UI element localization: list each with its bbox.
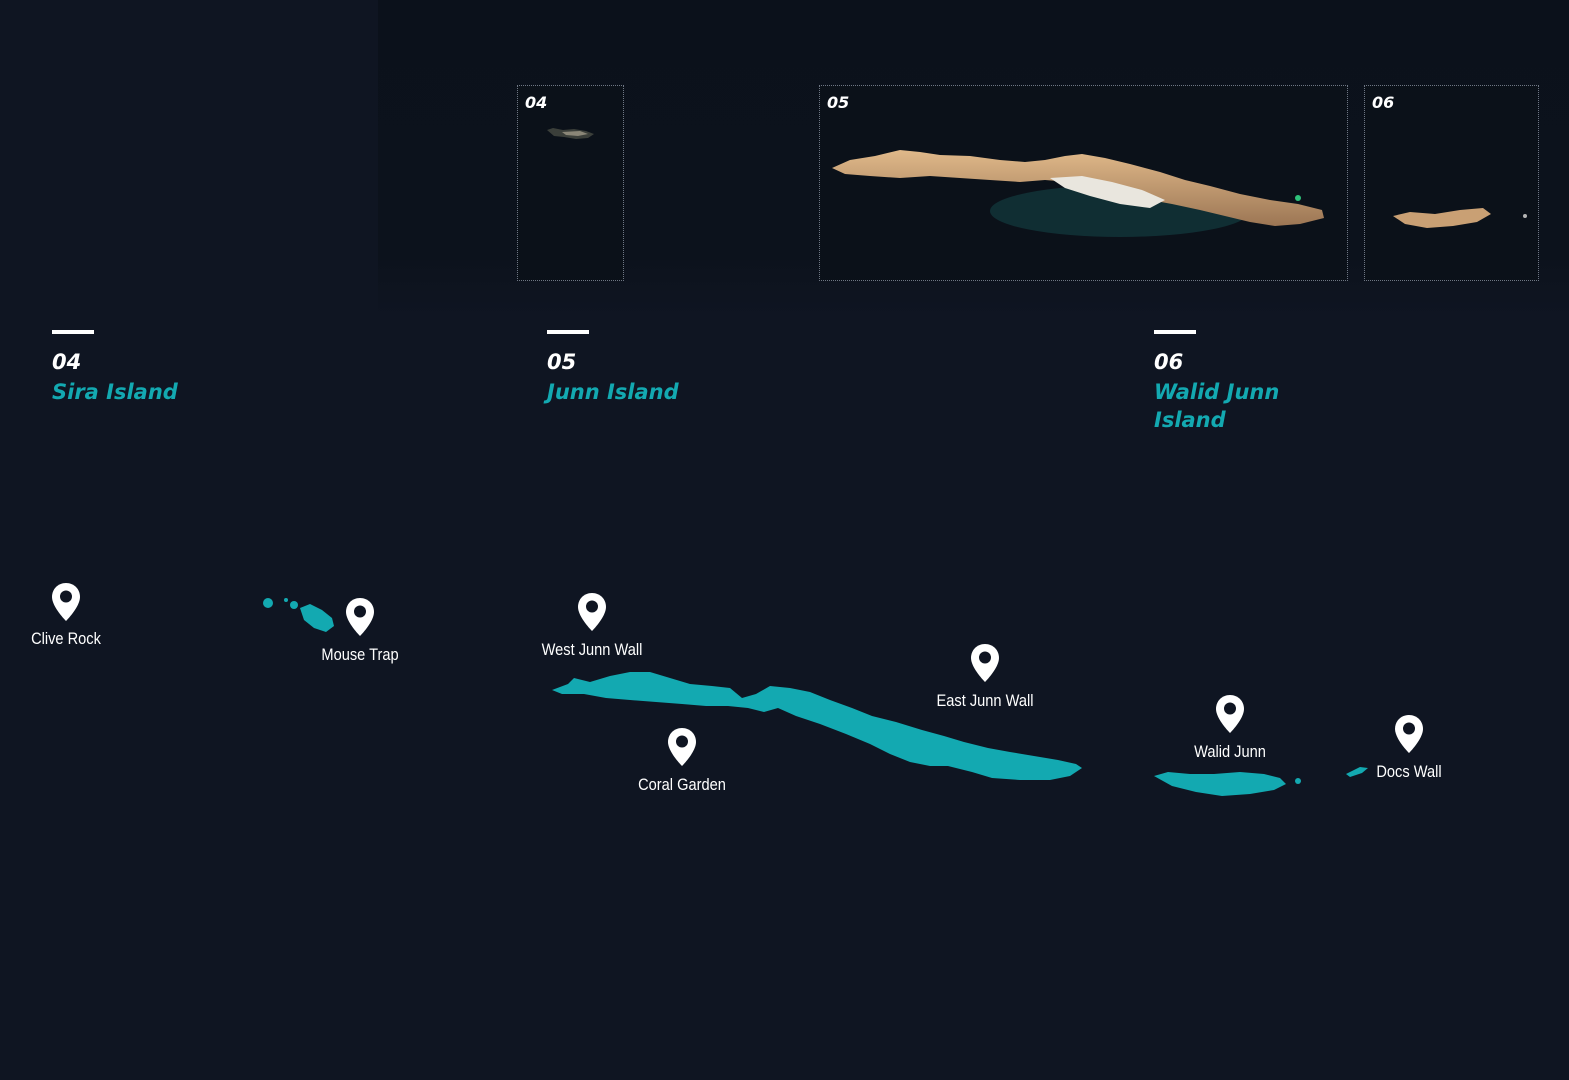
map-pin-icon[interactable] [1215,694,1245,734]
section-walid-junn-island: 06 Walid Junn Island [1154,330,1279,434]
inset-number: 05 [827,93,850,112]
section-divider [52,330,94,334]
walid-junn-island-shape [1154,772,1286,796]
inset-number: 04 [525,93,548,112]
junn-island-shape [552,672,1082,780]
map-pin-icon[interactable] [1394,714,1424,754]
dive-site-label-clive-rock: Clive Rock [31,629,101,648]
sira-islet [284,598,288,602]
section-junn-island: 05 Junn Island [547,330,679,406]
map-pin-icon[interactable] [970,643,1000,683]
inset-map-06: 06 [1364,85,1539,281]
map-pin-icon[interactable] [345,597,375,637]
sira-island-shape [300,604,334,632]
map-pin-icon[interactable] [51,582,81,622]
dive-site-label-coral-garden: Coral Garden [638,775,726,794]
inset-map-05: 05 [819,85,1348,281]
section-number: 06 [1154,350,1184,374]
sira-islet [290,601,298,609]
dive-site-label-docs-wall: Docs Wall [1376,762,1442,781]
section-number: 05 [547,350,577,374]
section-number: 04 [52,350,82,374]
section-divider [547,330,589,334]
inset-number: 06 [1372,93,1395,112]
dive-site-label-west-junn-wall: West Junn Wall [541,640,643,659]
dive-site-label-walid-junn: Walid Junn [1194,742,1266,761]
map-pin-icon[interactable] [577,592,607,632]
map-pin-icon[interactable] [667,727,697,767]
section-name: Sira Island [52,380,178,404]
inset-map-04: 04 [517,85,624,281]
walid-junn-satellite-island [1393,208,1527,228]
section-name-line1: Walid Junn [1154,380,1280,404]
dive-site-label-east-junn-wall: East Junn Wall [936,691,1034,710]
section-sira-island: 04 Sira Island [52,330,178,406]
sira-islet [263,598,273,608]
section-divider [1154,330,1196,334]
section-name: Junn Island [547,380,679,404]
docs-wall-reef [1346,767,1368,777]
sira-satellite-island [547,128,594,139]
section-name-line2: Island [1154,408,1226,432]
walid-junn-islet [1295,778,1301,784]
dive-site-label-mouse-trap: Mouse Trap [321,645,399,664]
junn-satellite-island [832,150,1324,237]
